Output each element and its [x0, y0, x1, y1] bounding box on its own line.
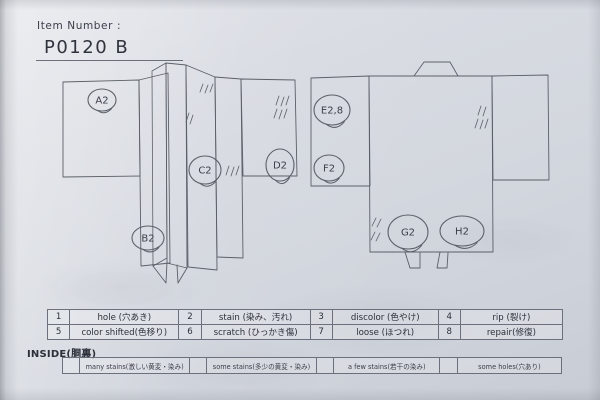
legend-desc: discolor (色やけ) — [331, 309, 439, 325]
legend-code: 4 — [437, 309, 461, 325]
table-row: 5 color shifted(色移り) 6 scratch (ひっかき傷) 7… — [46, 324, 564, 340]
inside-checkbox-cell[interactable] — [61, 357, 81, 374]
annotation-marker-label: E2,8 — [321, 106, 343, 117]
inside-condition-table: many stains(激しい黄変・染み) some stains(多少の黄変・… — [61, 357, 563, 374]
annotation-marker-label: C2 — [198, 166, 211, 177]
table-row: many stains(激しい黄変・染み) some stains(多少の黄変・… — [61, 357, 563, 374]
annotation-marker-label: H2 — [455, 227, 469, 238]
annotation-marker-g2: G2 — [387, 214, 429, 253]
legend-desc: hole (穴あき) — [69, 309, 180, 325]
inside-section-label: INSIDE(胴裏) — [27, 349, 97, 360]
legend-code: 2 — [178, 309, 202, 325]
inside-option-label: some stains(多少の黄変・染み) — [206, 357, 317, 374]
legend-desc: repair(修復) — [459, 324, 564, 340]
annotation-marker-a2: A2 — [87, 88, 117, 114]
annotation-marker-e2: E2,8 — [313, 94, 351, 128]
defect-code-legend: 1 hole (穴あき) 2 stain (染み、汚れ) 3 discolor … — [46, 309, 564, 340]
inside-checkbox-cell[interactable] — [315, 357, 335, 374]
legend-desc: scratch (ひっかき傷) — [200, 324, 311, 340]
legend-code: 6 — [178, 324, 202, 340]
annotation-marker-c2: C2 — [188, 155, 222, 187]
legend-desc: rip (裂け) — [459, 309, 564, 325]
legend-code: 8 — [437, 324, 461, 340]
kimono-back-diagram — [310, 61, 550, 269]
annotation-marker-f2: F2 — [313, 154, 345, 184]
kimono-front-folded-diagram — [62, 62, 298, 284]
item-number-underline — [36, 60, 183, 61]
legend-code: 7 — [309, 324, 333, 340]
legend-desc: stain (染み、汚れ) — [200, 309, 311, 325]
legend-code: 1 — [46, 309, 71, 325]
annotation-marker-label: D2 — [273, 161, 287, 172]
annotation-marker-b2: B2 — [131, 225, 165, 253]
item-number-label: Item Number : — [37, 20, 122, 32]
legend-code: 3 — [309, 309, 333, 325]
inside-checkbox-cell[interactable] — [439, 357, 458, 374]
annotation-marker-d2: D2 — [265, 148, 295, 185]
legend-desc: loose (ほつれ) — [331, 324, 439, 340]
inside-option-label: some holes(穴あり) — [456, 357, 563, 374]
annotation-marker-label: F2 — [323, 164, 335, 175]
annotation-marker-label: B2 — [141, 234, 154, 245]
legend-code: 5 — [46, 324, 71, 340]
annotation-marker-label: A2 — [95, 96, 108, 107]
inside-option-label: many stains(激しい黄変・染み) — [79, 357, 190, 374]
legend-desc: color shifted(色移り) — [69, 324, 180, 340]
annotation-marker-label: G2 — [401, 228, 415, 239]
table-row: 1 hole (穴あき) 2 stain (染み、汚れ) 3 discolor … — [46, 309, 564, 325]
item-number-value: P0120 B — [44, 37, 130, 58]
annotation-marker-h2: H2 — [439, 215, 485, 249]
inside-option-label: a few stains(若干の染み) — [333, 357, 441, 374]
inside-checkbox-cell[interactable] — [188, 357, 208, 374]
